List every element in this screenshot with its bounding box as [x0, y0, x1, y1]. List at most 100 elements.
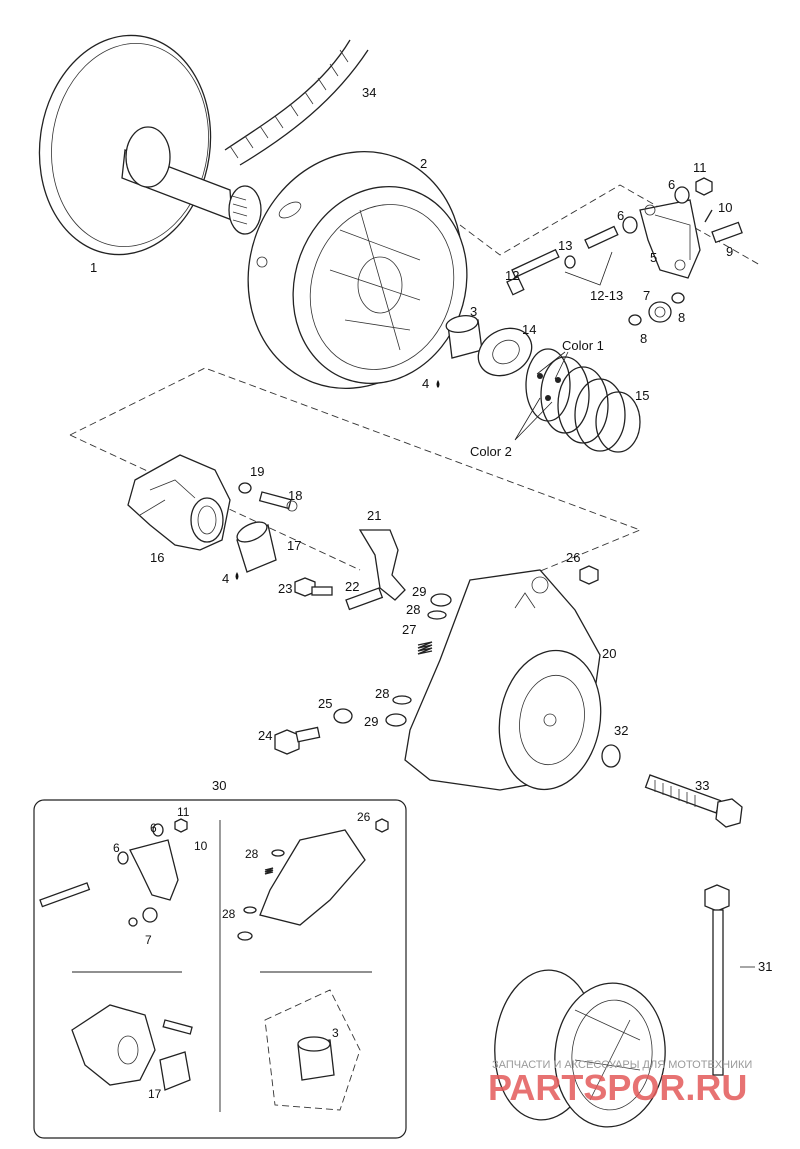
part-15-spring	[525, 348, 641, 453]
label-13: 13	[558, 238, 572, 253]
label-15: 15	[635, 388, 649, 403]
watermark-brand: PARTSPOR.RU	[488, 1067, 747, 1108]
inset-label-7: 7	[145, 933, 152, 947]
label-12-13: 12-13	[590, 288, 623, 303]
inset-label-6a: 6	[150, 821, 157, 835]
part-22-pin	[345, 587, 384, 611]
part-2-sliding-sheave	[247, 151, 468, 389]
label-31: 31	[758, 959, 772, 974]
label-5: 5	[650, 250, 657, 265]
part-33-bolt	[644, 774, 743, 828]
leader-color-1	[536, 351, 569, 380]
label-24: 24	[258, 728, 272, 743]
part-12-bolt	[506, 248, 560, 296]
label-color-2: Color 2	[470, 444, 512, 459]
label-21: 21	[367, 508, 381, 523]
part-28-clips	[392, 610, 447, 705]
label-6b: 6	[617, 208, 624, 223]
inset-label-17: 17	[148, 1087, 162, 1101]
part-18-screw	[258, 491, 298, 512]
assembly-line-upper	[459, 184, 761, 266]
label-30: 30	[212, 778, 226, 793]
part-6-bushing-a	[622, 186, 690, 234]
label-6a: 6	[668, 177, 675, 192]
label-20: 20	[602, 646, 616, 661]
label-3: 3	[470, 304, 477, 319]
inset-labels: 11 6 6 10 7 26 28 28 17 3	[113, 805, 371, 1101]
label-14: 14	[522, 322, 536, 337]
label-16: 16	[150, 550, 164, 565]
part-26-nut	[579, 565, 599, 585]
part-1-fixed-sheave	[38, 34, 262, 256]
inset-label-28a: 28	[245, 847, 259, 861]
label-17: 17	[287, 538, 301, 553]
label-29a: 29	[412, 584, 426, 599]
assembled-clutch	[494, 969, 666, 1128]
label-25: 25	[318, 696, 332, 711]
label-29b: 29	[364, 714, 378, 729]
label-2: 2	[420, 156, 427, 171]
part-32-washer	[601, 744, 621, 768]
label-27: 27	[402, 622, 416, 637]
leader-color-2	[514, 397, 553, 441]
inset-spider-assembly	[71, 1004, 193, 1091]
part-31-long-bolt	[704, 884, 730, 1076]
label-12: 12	[505, 268, 519, 283]
label-22: 22	[345, 579, 359, 594]
label-19: 19	[250, 464, 264, 479]
label-23: 23	[278, 581, 292, 596]
part-19-washer	[238, 482, 252, 494]
inset-label-3: 3	[332, 1026, 339, 1040]
part-34-belt	[224, 39, 369, 166]
label-4a: 4	[422, 376, 429, 391]
label-8a: 8	[678, 310, 685, 325]
inset-label-26: 26	[357, 810, 371, 824]
label-28a: 28	[406, 602, 420, 617]
part-5-lever-arm	[639, 199, 701, 279]
part-7-roller	[648, 301, 672, 323]
label-8b: 8	[640, 331, 647, 346]
part-3-bushing	[445, 314, 483, 359]
part-21-weight	[358, 529, 406, 601]
part-27-spring	[417, 641, 433, 655]
label-9: 9	[726, 244, 733, 259]
grease-drop-icon-2	[235, 572, 239, 580]
part-17-bushing	[236, 521, 277, 573]
part-29-caps	[385, 593, 452, 727]
label-26: 26	[566, 550, 580, 565]
label-33: 33	[695, 778, 709, 793]
inset-sheave-bushing	[264, 989, 361, 1111]
label-18: 18	[288, 488, 302, 503]
part-24-bolt	[274, 726, 321, 755]
part-12-13-pin	[584, 225, 619, 250]
part-14-washer	[477, 327, 533, 377]
part-11-nut	[695, 177, 713, 196]
inset-label-11: 11	[177, 805, 190, 819]
part-10-pin	[704, 209, 713, 223]
inset-30-frame	[33, 799, 407, 1139]
label-7: 7	[643, 288, 650, 303]
assembly-line-middle	[69, 367, 641, 531]
label-1: 1	[90, 260, 97, 275]
inset-label-6b: 6	[113, 841, 120, 855]
inset-label-10: 10	[194, 839, 208, 853]
part-23-bolt	[294, 577, 333, 597]
label-11: 11	[693, 160, 707, 175]
part-9-roller	[711, 221, 743, 244]
part-16-spider	[127, 454, 231, 551]
label-10: 10	[718, 200, 732, 215]
watermark-tagline: ЗАПЧАСТИ И АКСЕССУАРЫ ДЛЯ МОТОТЕХНИКИ	[492, 1059, 752, 1071]
label-34: 34	[362, 85, 376, 100]
label-28b: 28	[375, 686, 389, 701]
part-8-washers	[628, 292, 685, 326]
label-32: 32	[614, 723, 628, 738]
grease-drop-icon	[436, 380, 440, 388]
label-color-1: Color 1	[562, 338, 604, 353]
inset-governor-assembly	[237, 818, 389, 941]
part-25-washer	[333, 708, 353, 724]
part-labels: 1 2 3 4 5 6 6 7 8 8 9 10 11 12 13 12-13 …	[90, 85, 772, 974]
label-4b: 4	[222, 571, 229, 586]
inset-lever-assembly	[39, 818, 188, 927]
